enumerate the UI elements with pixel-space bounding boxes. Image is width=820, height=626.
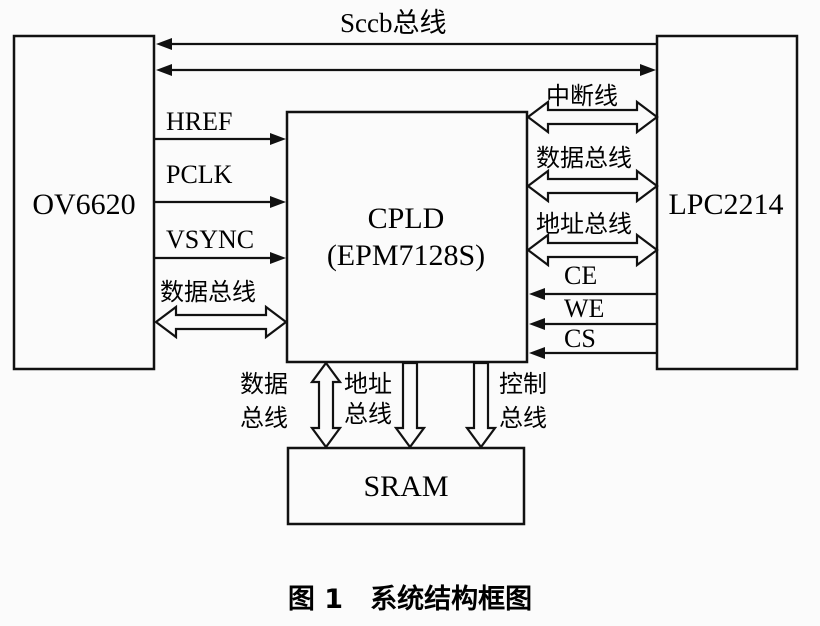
sram-control-bus: 控制 总线 [464,361,547,449]
vsync-label: VSYNC [166,225,254,254]
cpld-label: CPLD [368,202,445,235]
address-bus-label: 地址总线 [536,210,632,238]
sram-address-label-2: 总线 [344,400,392,428]
sram-address-bus: 地址 总线 [344,361,427,449]
sram-block: SRAM [286,446,526,526]
ov-data-bus-label: 数据总线 [160,278,256,306]
sccb-bus-label: Sccb总线 [340,8,446,38]
cpld-block: CPLD (EPM7128S) [285,110,529,364]
we-label: WE [564,294,604,323]
pclk-label: PCLK [166,160,233,189]
sram-data-bus: 数据 总线 [240,361,343,449]
ov6620-label: OV6620 [32,188,135,221]
cpld-part-label: (EPM7128S) [327,239,485,272]
cpld-lpc-data-bus: 数据总线 [526,144,659,204]
data-bus-label: 数据总线 [536,144,632,172]
href-label: HREF [166,107,232,136]
ov-cpld-data-bus: 数据总线 [154,278,288,340]
sram-control-label-2: 总线 [499,404,547,432]
sram-label: SRAM [363,470,448,503]
sccb-bus: Sccb总线 [156,8,657,76]
lpc2214-block: LPC2214 [655,34,799,371]
cpld-lpc-address-bus: 地址总线 [526,210,659,268]
ov6620-block: OV6620 [12,34,156,371]
sram-data-label-1: 数据 [240,370,288,398]
figure-caption: 图 1 系统结构框图 [288,583,532,615]
interrupt-label: 中断线 [546,82,618,110]
lpc2214-label: LPC2214 [668,188,783,221]
cs-signal: CS [529,324,657,359]
ce-signal: CE [529,261,657,300]
pclk-signal: PCLK [154,160,286,208]
sram-control-label-1: 控制 [499,370,547,398]
vsync-signal: VSYNC [154,225,286,264]
sram-data-label-2: 总线 [240,404,288,432]
we-signal: WE [529,294,657,330]
ce-label: CE [564,261,597,290]
href-signal: HREF [154,107,286,145]
sram-address-label-1: 地址 [344,370,392,398]
cs-label: CS [564,324,596,353]
interrupt-line: 中断线 [526,82,659,135]
